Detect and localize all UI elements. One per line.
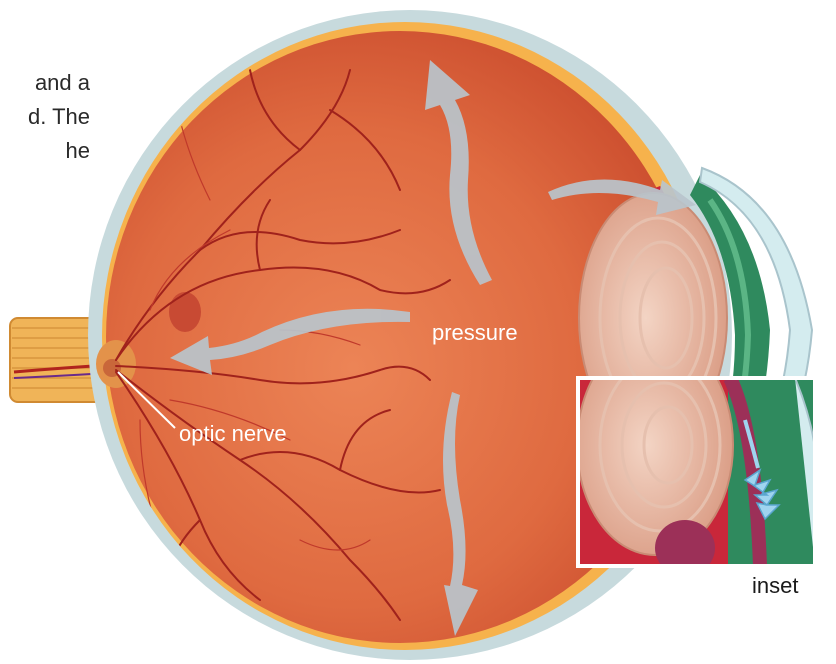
macula: [169, 292, 201, 332]
inset-label: inset: [752, 575, 798, 597]
optic-nerve-label: optic nerve: [179, 423, 287, 445]
pressure-label: pressure: [432, 322, 518, 344]
